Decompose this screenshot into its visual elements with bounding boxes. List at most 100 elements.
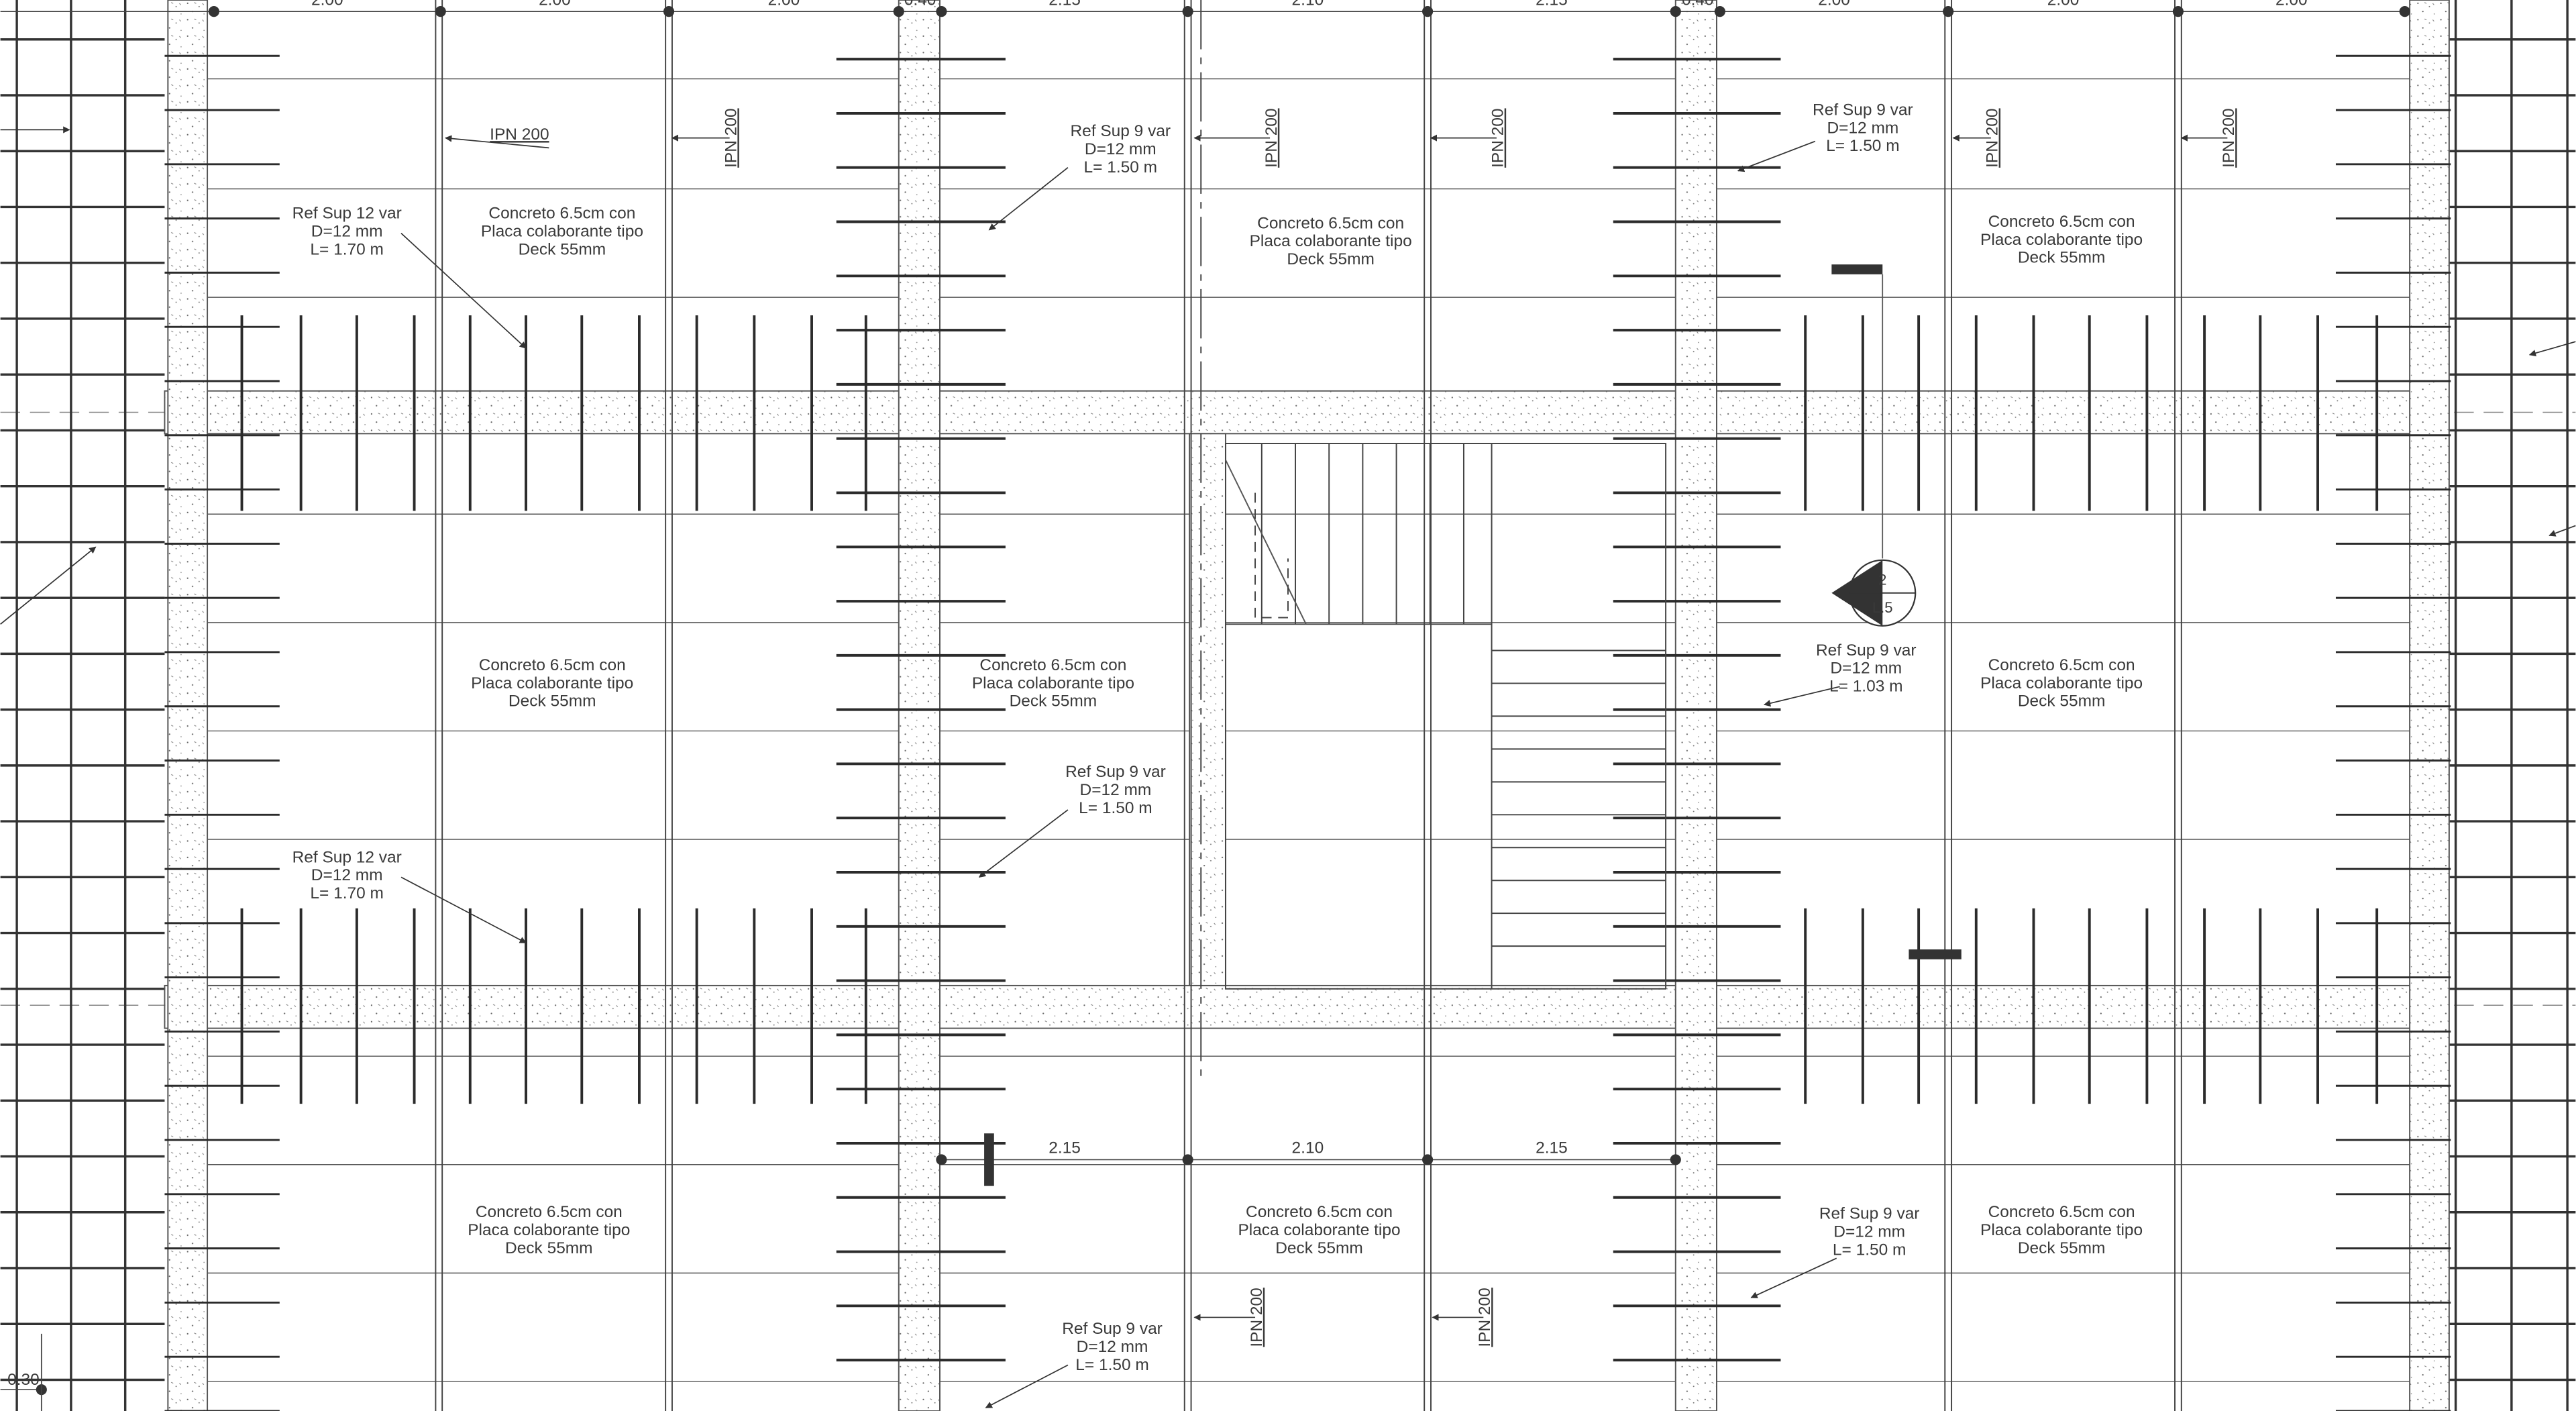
note-leader — [1750, 1257, 1837, 1298]
rebar-note: Ref Sup 9 var — [1813, 101, 1913, 119]
beam-label: IPN 200 — [1248, 1288, 1266, 1347]
dimension-node — [1182, 6, 1193, 17]
rebar-note: Ref Sup 9 var — [1816, 641, 1917, 660]
mesh-leader — [2528, 341, 2576, 357]
dimension-node — [1182, 1154, 1193, 1165]
beam-label: IPN 200 — [1489, 108, 1507, 167]
slab-note: Concreto 6.5cm con — [979, 656, 1126, 674]
slab-note: Concreto 6.5cm con — [1988, 213, 2135, 231]
section-sheet: L.5 — [1872, 599, 1893, 616]
concrete-band — [164, 390, 2449, 435]
dimension-value: 2.00 — [539, 0, 571, 9]
dimension-value: 2.00 — [768, 0, 800, 9]
slab-note: Placa colaborante tipo — [1250, 232, 1412, 250]
dimension-node — [1943, 6, 1954, 17]
note-leader — [1737, 140, 1816, 172]
section-marker: 2 L.5 — [984, 264, 1962, 1186]
rebar-note: D=12 mm — [1830, 660, 1902, 678]
dimension-node — [2172, 6, 2184, 17]
rebar-note: D=12 mm — [311, 866, 383, 884]
dimension-value: 2.10 — [1292, 0, 1324, 9]
beam-label: IPN 200 — [722, 108, 740, 167]
beam-leader — [445, 135, 549, 149]
dimension-node — [2399, 6, 2410, 17]
dimension-value: 0.40 — [904, 0, 936, 9]
rebar-note: D=12 mm — [1833, 1222, 1905, 1241]
rebar-note: Ref Sup 12 var — [292, 205, 402, 223]
slab-note: Placa colaborante tipo — [1980, 231, 2143, 249]
cut-mark-bottom — [1909, 949, 1962, 959]
mesh-leader — [2548, 525, 2576, 537]
dimension-node — [1422, 6, 1434, 17]
stair-hidden-line — [1254, 492, 1289, 619]
slab-note: Concreto 6.5cm con — [1246, 1203, 1393, 1221]
dimension-node — [208, 6, 219, 17]
slab-note: Placa colaborante tipo — [468, 1221, 630, 1239]
dimension-node — [1422, 1154, 1434, 1165]
note-leader — [978, 809, 1069, 878]
slab-note: Deck 55mm — [519, 240, 606, 258]
slab-note: Concreto 6.5cm con — [476, 1203, 623, 1221]
dimension-value: 0.30 — [7, 1371, 40, 1389]
concrete-column — [898, 0, 941, 1411]
rebar-note: L= 1.50 m — [1075, 1356, 1149, 1374]
rebar-note: Ref Sup 9 var — [1070, 122, 1171, 140]
dimension-node — [1670, 1154, 1681, 1165]
section-number: 2 — [1878, 572, 1886, 588]
slab-note: Deck 55mm — [2018, 249, 2106, 267]
slab-note: Deck 55mm — [1275, 1239, 1363, 1257]
dimension-value: 2.15 — [1049, 1139, 1081, 1157]
slab-note: Placa colaborante tipo — [1238, 1221, 1400, 1239]
rebar-note: D=12 mm — [1827, 119, 1898, 137]
cut-mark-left — [984, 1133, 994, 1186]
note-leaders — [400, 140, 1840, 1408]
beam-label: IPN 200 — [1263, 108, 1281, 167]
concrete-column — [1189, 433, 1226, 986]
slab-note: Concreto 6.5cm con — [488, 205, 635, 223]
slab-note: Concreto 6.5cm con — [1257, 214, 1404, 232]
dimension-node — [1670, 6, 1681, 17]
dimension-value: 2.00 — [2047, 0, 2080, 9]
rebar-note: L= 1.50 m — [1833, 1241, 1907, 1259]
dimension-node — [936, 6, 947, 17]
concrete-column — [1674, 0, 1717, 1411]
slab-note: Deck 55mm — [505, 1239, 593, 1257]
top-rebar-ticks — [164, 54, 2451, 1411]
cut-mark-top — [1831, 264, 1883, 274]
rebar-note: L= 1.50 m — [1079, 799, 1152, 817]
dimension-lines: 2.002.002.000.402.152.102.150.402.002.00… — [0, 0, 2410, 1411]
note-leader — [1763, 686, 1840, 707]
dimension-value: 2.10 — [1292, 1139, 1324, 1157]
rebar-note: D=12 mm — [1080, 781, 1152, 799]
slab-note: Placa colaborante tipo — [481, 223, 643, 241]
slab-note: Deck 55mm — [1010, 692, 1097, 711]
slab-note: Placa colaborante tipo — [972, 674, 1134, 692]
beam-label: IPN 200 — [1984, 108, 2002, 167]
note-leader — [400, 876, 527, 944]
beam-label: IPN 200 — [1476, 1288, 1494, 1347]
rebar-note: L= 1.03 m — [1829, 678, 1903, 696]
dimension-node — [1714, 6, 1725, 17]
stair-opening — [1224, 443, 1667, 990]
dimension-value: 2.00 — [311, 0, 343, 9]
rebar-note: L= 1.50 m — [1826, 137, 1900, 155]
dimension-value: 2.00 — [2275, 0, 2308, 9]
stair-break-line — [1225, 460, 1307, 625]
steel-beams — [435, 0, 2182, 1411]
dimension-value: 0.40 — [1682, 0, 1714, 9]
slab-note: Deck 55mm — [508, 692, 596, 711]
rebar-note: Ref Sup 9 var — [1065, 763, 1166, 781]
slab-note: Placa colaborante tipo — [471, 674, 633, 692]
beam-label: IPN 200 — [2220, 108, 2238, 167]
note-leader — [985, 1364, 1069, 1408]
slab-note: Placa colaborante tipo — [1980, 674, 2143, 692]
mesh-leader — [0, 546, 97, 625]
slab-note: Concreto 6.5cm con — [479, 656, 626, 674]
rebar-note: Ref Sup 12 var — [292, 848, 402, 866]
dimension-node — [663, 6, 675, 17]
dimension-node — [936, 1154, 947, 1165]
